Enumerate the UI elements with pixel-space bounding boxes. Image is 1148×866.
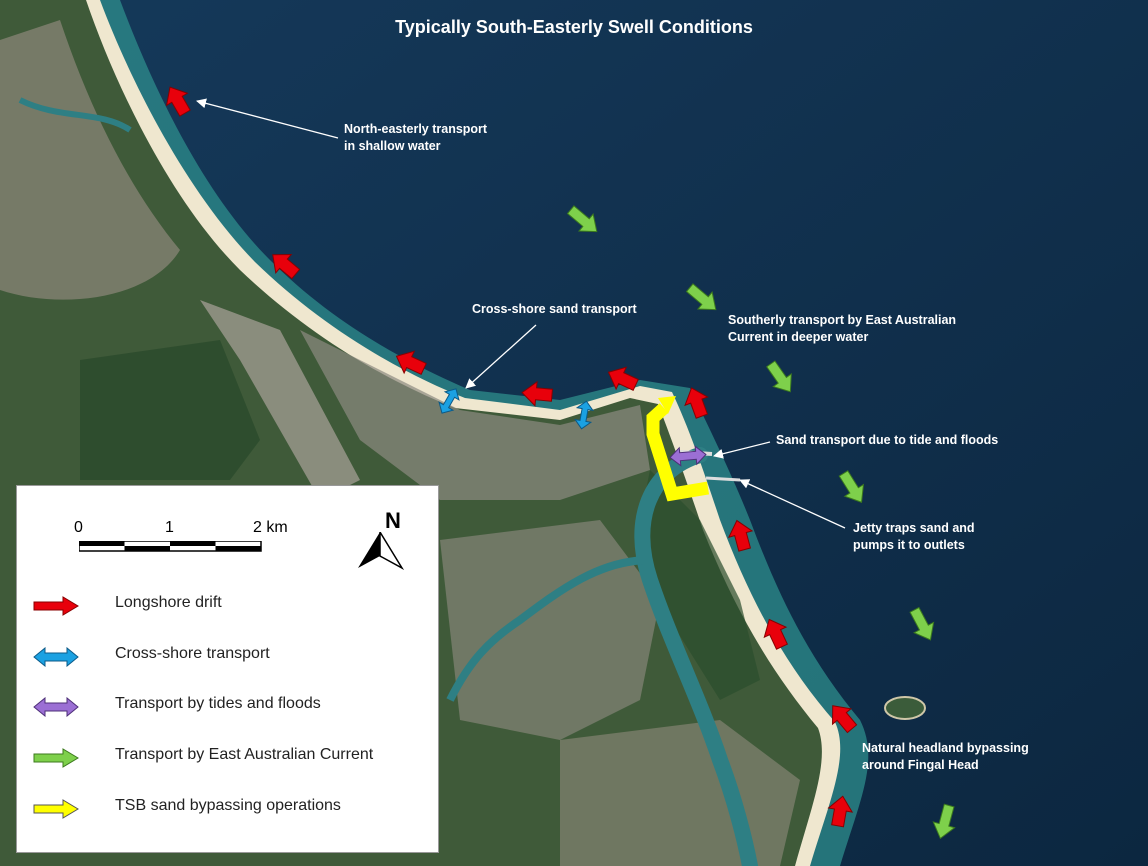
eac-arrow bbox=[566, 205, 598, 233]
leader-tide-floods bbox=[713, 441, 771, 459]
legend-blue-arrow-icon bbox=[33, 647, 79, 667]
legend-swatch bbox=[33, 596, 79, 616]
annotation-headland: Natural headland bypassing around Fingal… bbox=[862, 740, 1029, 774]
annotation-jetty: Jetty traps sand and pumps it to outlets bbox=[853, 520, 975, 554]
tsb-bypass-arrow bbox=[646, 403, 710, 502]
urban-area bbox=[300, 330, 650, 500]
legend-label: TSB sand bypassing operations bbox=[115, 797, 341, 814]
longshore-drift-arrow bbox=[165, 86, 191, 117]
north-arrow-icon bbox=[358, 532, 404, 570]
legend-label: Transport by East Australian Current bbox=[115, 746, 374, 763]
scale-bar-segment bbox=[170, 541, 216, 546]
north-arrow-right bbox=[379, 532, 404, 570]
legend-swatch bbox=[33, 748, 79, 768]
legend-label: Cross-shore transport bbox=[115, 645, 270, 662]
leader-cross-shore bbox=[465, 324, 537, 389]
scale-label-0: 0 bbox=[74, 519, 83, 536]
annotation-southerly: Southerly transport by East Australian C… bbox=[728, 312, 956, 346]
longshore-drift-arrow bbox=[272, 254, 301, 280]
scale-bar-segment bbox=[124, 546, 170, 551]
river-branch bbox=[18, 97, 132, 133]
longshore-drift-arrow bbox=[684, 387, 709, 419]
annotation-line: Sand transport due to tide and floods bbox=[776, 433, 999, 447]
legend-purple-arrow-icon bbox=[33, 697, 79, 717]
airport bbox=[200, 300, 360, 500]
eac-arrow bbox=[685, 283, 717, 311]
annotation-line: Jetty traps sand and bbox=[853, 521, 975, 535]
tweed-river bbox=[634, 447, 758, 866]
annotation-line: pumps it to outlets bbox=[853, 538, 965, 552]
scale-label-2: 2 km bbox=[253, 519, 288, 536]
leader-jetty bbox=[739, 479, 846, 529]
annotation-line: Southerly transport by East Australian bbox=[728, 313, 957, 327]
scale-label-1: 1 bbox=[165, 519, 174, 536]
longshore-drift-arrow bbox=[727, 519, 754, 552]
cook-island bbox=[884, 696, 926, 720]
legend-swatch bbox=[33, 697, 79, 717]
leader-lines bbox=[196, 98, 846, 529]
annotation-north-easterly: North-easterly transport in shallow wate… bbox=[344, 121, 487, 155]
longshore-drift-arrow bbox=[395, 350, 427, 376]
leader-north-easterly bbox=[196, 98, 339, 139]
cross-shore-arrows bbox=[438, 388, 595, 430]
eac-arrows bbox=[566, 205, 956, 840]
north-arrow-left bbox=[358, 532, 380, 568]
longshore-drift-arrow bbox=[763, 618, 789, 650]
annotation-line: Cross-shore sand transport bbox=[472, 302, 637, 316]
legend-yellow-arrow-icon bbox=[33, 799, 79, 819]
annotation-tide-floods: Sand transport due to tide and floods bbox=[776, 432, 998, 449]
tsb-bypass-arrowhead bbox=[658, 396, 676, 414]
legend-label: Longshore drift bbox=[115, 594, 222, 611]
map-title: Typically South-Easterly Swell Condition… bbox=[395, 17, 753, 37]
north-label: N bbox=[385, 508, 401, 533]
annotation-line: in shallow water bbox=[344, 139, 441, 153]
river-branch bbox=[446, 556, 651, 702]
scale-bar-segment bbox=[215, 546, 261, 551]
tide-flood-arrow bbox=[669, 445, 707, 467]
legend-swatch bbox=[33, 647, 79, 667]
scale-bar bbox=[79, 541, 262, 552]
longshore-drift-arrows bbox=[165, 86, 858, 828]
legend-label: Transport by tides and floods bbox=[115, 695, 321, 712]
legend-red-arrow-icon bbox=[33, 596, 79, 616]
map-legend: 0 1 2 km N Longshore drift Cross-shore t… bbox=[16, 485, 439, 853]
sand-jetty bbox=[705, 476, 741, 482]
longshore-drift-arrow bbox=[827, 795, 854, 828]
eac-arrow bbox=[932, 803, 956, 840]
forest bbox=[640, 470, 760, 700]
annotation-cross-shore: Cross-shore sand transport bbox=[472, 301, 637, 318]
annotation-line: around Fingal Head bbox=[862, 758, 979, 772]
eac-arrow bbox=[838, 470, 865, 503]
longshore-drift-arrow bbox=[832, 705, 858, 734]
annotation-line: Current in deeper water bbox=[728, 330, 869, 344]
forest bbox=[80, 340, 260, 480]
eac-arrow bbox=[766, 360, 792, 393]
longshore-drift-arrow bbox=[521, 380, 554, 407]
urban-area bbox=[440, 520, 660, 740]
scale-bar-segment bbox=[79, 541, 125, 546]
cross-shore-arrow bbox=[438, 388, 460, 414]
eac-arrow bbox=[909, 606, 935, 641]
legend-green-arrow-icon bbox=[33, 748, 79, 768]
annotation-line: North-easterly transport bbox=[344, 122, 488, 136]
annotation-line: Natural headland bypassing bbox=[862, 741, 1029, 755]
cross-shore-arrow bbox=[573, 400, 595, 430]
longshore-drift-arrow bbox=[607, 366, 639, 392]
legend-swatch bbox=[33, 799, 79, 819]
urban-area bbox=[0, 20, 180, 300]
